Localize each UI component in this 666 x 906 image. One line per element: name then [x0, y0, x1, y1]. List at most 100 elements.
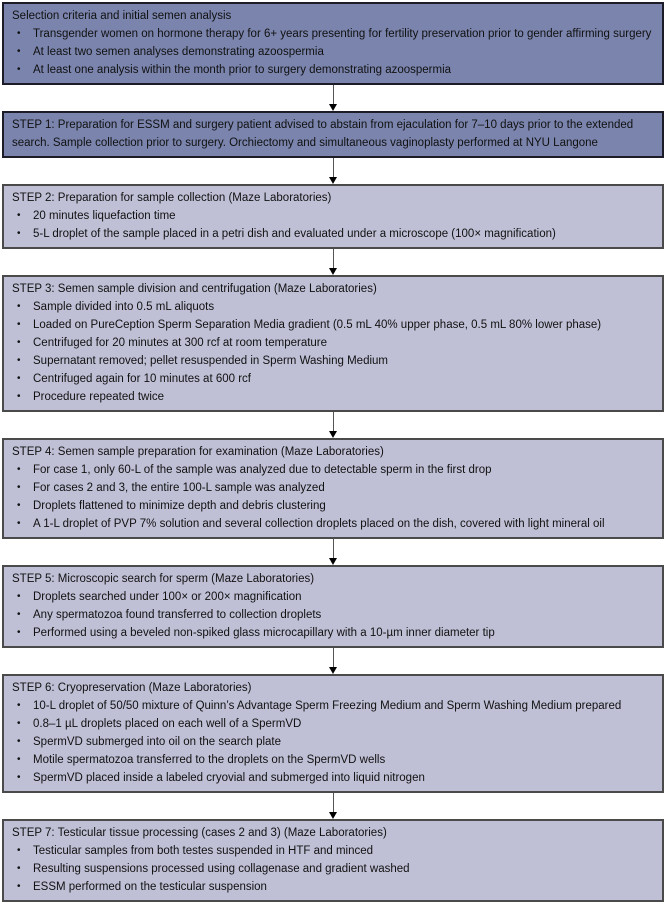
bullet-item: • Any spermatozoa found transferred to c…	[12, 606, 654, 624]
bullet-item: • SpermVD placed inside a labeled cryovi…	[12, 769, 654, 787]
bullet-text: Procedure repeated twice	[33, 391, 165, 403]
arrow-head-icon	[329, 104, 337, 111]
bullet-icon: •	[17, 373, 21, 384]
bullet-icon: •	[17, 772, 21, 783]
down-arrow	[2, 249, 664, 275]
bullet-item: • 0.8–1 µL droplets placed on each well …	[12, 715, 654, 733]
step-title: STEP 1: Preparation for ESSM and surgery…	[12, 119, 634, 149]
step-bullet-list: • Droplets searched under 100× or 200× m…	[12, 588, 654, 642]
flow-step-box-1: STEP 1: Preparation for ESSM and surgery…	[2, 111, 664, 158]
down-arrow	[2, 412, 664, 438]
bullet-icon: •	[17, 518, 21, 529]
bullet-text: Loaded on PureCeption Sperm Separation M…	[33, 319, 602, 331]
bullet-icon: •	[17, 337, 21, 348]
bullet-text: Resulting suspensions processed using co…	[33, 863, 410, 875]
bullet-text: For case 1, only 60-L of the sample was …	[33, 464, 492, 476]
flow-step-box-6: STEP 6: Cryopreservation (Maze Laborator…	[2, 674, 664, 793]
bullet-icon: •	[17, 301, 21, 312]
bullet-item: • For cases 2 and 3, the entire 100-L sa…	[12, 479, 654, 497]
down-arrow	[2, 539, 664, 565]
step-bullet-list: • Sample divided into 0.5 mL aliquots • …	[12, 298, 654, 406]
bullet-item: • SpermVD submerged into oil on the sear…	[12, 733, 654, 751]
step-title: Selection criteria and initial semen ana…	[12, 10, 232, 22]
arrow-head-icon	[329, 431, 337, 438]
arrow-line	[332, 158, 334, 177]
bullet-text: 0.8–1 µL droplets placed on each well of…	[33, 718, 302, 730]
step-title: STEP 2: Preparation for sample collectio…	[12, 192, 332, 204]
arrow-line	[332, 793, 334, 812]
bullet-icon: •	[17, 64, 21, 75]
bullet-text: Centrifuged for 20 minutes at 300 rcf at…	[33, 337, 328, 349]
down-arrow	[2, 85, 664, 111]
bullet-text: 10-L droplet of 50/50 mixture of Quinn’s…	[33, 700, 622, 712]
down-arrow	[2, 158, 664, 184]
bullet-item: • Motile spermatozoa transferred to the …	[12, 751, 654, 769]
bullet-text: A 1-L droplet of PVP 7% solution and sev…	[33, 518, 605, 530]
bullet-text: Transgender women on hormone therapy for…	[33, 28, 652, 40]
bullet-item: • At least two semen analyses demonstrat…	[12, 43, 654, 61]
down-arrow	[2, 648, 664, 674]
bullet-icon: •	[17, 591, 21, 602]
bullet-text: SpermVD submerged into oil on the search…	[33, 736, 282, 748]
arrow-head-icon	[329, 268, 337, 275]
bullet-text: 20 minutes liquefaction time	[33, 210, 176, 222]
bullet-text: Testicular samples from both testes susp…	[33, 845, 374, 857]
bullet-item: • Centrifuged again for 10 minutes at 60…	[12, 370, 654, 388]
bullet-text: 5-L droplet of the sample placed in a pe…	[33, 228, 556, 240]
bullet-text: ESSM performed on the testicular suspens…	[33, 881, 267, 893]
bullet-text: Centrifuged again for 10 minutes at 600 …	[33, 373, 251, 385]
bullet-item: • At least one analysis within the month…	[12, 61, 654, 79]
bullet-icon: •	[17, 482, 21, 493]
step-bullet-list: • For case 1, only 60-L of the sample wa…	[12, 461, 654, 533]
step-title: STEP 7: Testicular tissue processing (ca…	[12, 827, 387, 839]
bullet-icon: •	[17, 46, 21, 57]
flow-step-box-2: STEP 2: Preparation for sample collectio…	[2, 184, 664, 249]
bullet-item: • 5-L droplet of the sample placed in a …	[12, 225, 654, 243]
bullet-item: • Centrifuged for 20 minutes at 300 rcf …	[12, 334, 654, 352]
bullet-text: For cases 2 and 3, the entire 100-L samp…	[33, 482, 325, 494]
flow-step-box-5: STEP 5: Microscopic search for sperm (Ma…	[2, 565, 664, 648]
bullet-icon: •	[17, 319, 21, 330]
bullet-icon: •	[17, 464, 21, 475]
bullet-icon: •	[17, 863, 21, 874]
bullet-item: • ESSM performed on the testicular suspe…	[12, 878, 654, 896]
step-bullet-list: • 20 minutes liquefaction time • 5-L dro…	[12, 207, 654, 243]
bullet-text: At least two semen analyses demonstratin…	[33, 46, 324, 58]
step-title: STEP 6: Cryopreservation (Maze Laborator…	[12, 682, 252, 694]
step-title: STEP 3: Semen sample division and centri…	[12, 283, 377, 295]
bullet-item: • 20 minutes liquefaction time	[12, 207, 654, 225]
bullet-text: At least one analysis within the month p…	[33, 64, 452, 76]
bullet-icon: •	[17, 609, 21, 620]
bullet-text: Droplets flattened to minimize depth and…	[33, 500, 326, 512]
step-bullet-list: • Transgender women on hormone therapy f…	[12, 25, 654, 79]
bullet-icon: •	[17, 28, 21, 39]
bullet-icon: •	[17, 718, 21, 729]
flow-step-box-3: STEP 3: Semen sample division and centri…	[2, 275, 664, 412]
step-title: STEP 5: Microscopic search for sperm (Ma…	[12, 573, 315, 585]
bullet-item: • Supernatant removed; pellet resuspende…	[12, 352, 654, 370]
arrow-line	[332, 85, 334, 104]
arrow-head-icon	[329, 667, 337, 674]
bullet-item: • Transgender women on hormone therapy f…	[12, 25, 654, 43]
flow-step-box-0: Selection criteria and initial semen ana…	[2, 2, 664, 85]
bullet-item: • A 1-L droplet of PVP 7% solution and s…	[12, 515, 654, 533]
down-arrow	[2, 793, 664, 819]
bullet-item: • Loaded on PureCeption Sperm Separation…	[12, 316, 654, 334]
arrow-head-icon	[329, 558, 337, 565]
arrow-line	[332, 539, 334, 558]
bullet-item: • For case 1, only 60-L of the sample wa…	[12, 461, 654, 479]
bullet-text: Droplets searched under 100× or 200× mag…	[33, 591, 302, 603]
bullet-icon: •	[17, 210, 21, 221]
bullet-text: Sample divided into 0.5 mL aliquots	[33, 301, 215, 313]
bullet-item: • Droplets searched under 100× or 200× m…	[12, 588, 654, 606]
bullet-icon: •	[17, 754, 21, 765]
arrow-head-icon	[329, 812, 337, 819]
step-bullet-list: • Testicular samples from both testes su…	[12, 842, 654, 896]
bullet-item: • Testicular samples from both testes su…	[12, 842, 654, 860]
arrow-head-icon	[329, 177, 337, 184]
bullet-item: • Droplets flattened to minimize depth a…	[12, 497, 654, 515]
bullet-icon: •	[17, 881, 21, 892]
bullet-icon: •	[17, 700, 21, 711]
bullet-icon: •	[17, 228, 21, 239]
